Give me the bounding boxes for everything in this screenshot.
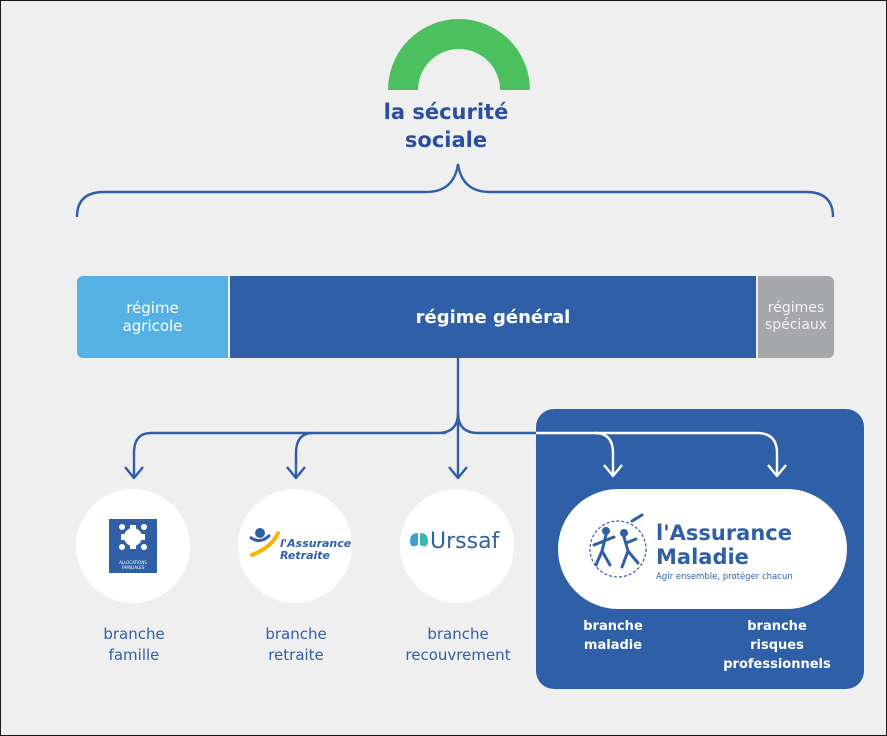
maladie-logo-line1: l'Assurance bbox=[656, 521, 792, 545]
title-line2: sociale bbox=[404, 128, 488, 152]
regimes-speciaux: régimes spéciaux bbox=[758, 276, 834, 358]
retraite-figure-icon bbox=[249, 528, 280, 557]
maladie-logo-tagline: Agir ensemble, protéger chacun bbox=[656, 572, 793, 582]
label-famille-line1: branche bbox=[103, 625, 165, 643]
label-risques-line1: branche bbox=[747, 619, 807, 634]
retraite-logo-circle: l'Assurance Retraite bbox=[238, 489, 352, 603]
label-maladie-line1: branche bbox=[583, 619, 643, 634]
brace bbox=[75, 163, 835, 218]
connector-famille bbox=[132, 412, 460, 477]
label-branche-maladie: branche maladie bbox=[563, 617, 663, 655]
caf-logo-circle: ALLOCATIONS FAMILIALES bbox=[76, 489, 190, 603]
regime-agricole-line1: régime bbox=[126, 299, 179, 317]
connector-retraite-drop bbox=[294, 431, 314, 477]
label-branche-famille: branche famille bbox=[59, 624, 209, 666]
label-retraite-line1: branche bbox=[265, 625, 327, 643]
label-branche-recouvrement: branche recouvrement bbox=[383, 624, 533, 666]
label-recouvrement-line1: branche bbox=[427, 625, 489, 643]
connector-risques-top bbox=[595, 431, 779, 475]
caf-emblem-icon bbox=[109, 519, 157, 573]
green-arc-logo bbox=[388, 19, 530, 91]
arrow-famille bbox=[124, 466, 144, 480]
urssaf-leaf-icon bbox=[410, 533, 428, 547]
label-retraite-line2: retraite bbox=[268, 646, 324, 664]
arrow-retraite bbox=[286, 466, 306, 480]
title-line1: la sécurité bbox=[383, 100, 509, 124]
page-title: la sécurité sociale bbox=[341, 98, 551, 154]
regime-general-label: régime général bbox=[415, 306, 571, 328]
arrow-recouvrement bbox=[448, 466, 468, 480]
retraite-logo-text-1: l'Assurance bbox=[280, 537, 352, 550]
label-branche-retraite: branche retraite bbox=[221, 624, 371, 666]
urssaf-logo-circle: Urssaf bbox=[400, 489, 514, 603]
label-recouvrement-line2: recouvrement bbox=[405, 646, 511, 664]
arrow-risques-top bbox=[767, 464, 787, 478]
regime-general: régime général bbox=[230, 276, 756, 358]
label-maladie-line2: maladie bbox=[583, 638, 643, 653]
regimes-speciaux-line2: spéciaux bbox=[764, 317, 828, 333]
label-famille-line2: famille bbox=[108, 646, 160, 664]
regime-agricole: régime agricole bbox=[77, 276, 228, 358]
regimes-speciaux-line1: régimes bbox=[767, 300, 825, 316]
label-risques-line2: risques bbox=[750, 638, 804, 653]
assurance-maladie-logo-pill: l'Assurance Maladie Agir ensemble, proté… bbox=[558, 489, 847, 609]
urssaf-logo-text: Urssaf bbox=[430, 529, 500, 554]
label-risques-line3: professionnels bbox=[723, 657, 831, 672]
maladie-logo-line2: Maladie bbox=[656, 545, 749, 569]
label-branche-risques: branche risques professionnels bbox=[707, 617, 847, 674]
maladie-figures-icon bbox=[589, 513, 647, 578]
regime-agricole-line2: agricole bbox=[122, 317, 183, 335]
retraite-logo-text-2: Retraite bbox=[280, 549, 330, 562]
caf-logo-text: ALLOCATIONS FAMILIALES bbox=[119, 560, 147, 570]
connector-maladie-top bbox=[536, 431, 615, 475]
arrow-maladie-top bbox=[603, 464, 623, 478]
